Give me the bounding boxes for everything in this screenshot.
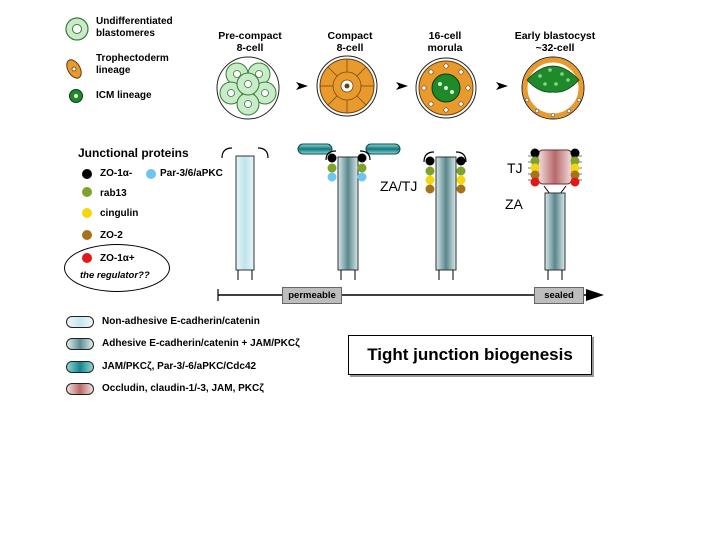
zo2-dot xyxy=(82,230,92,240)
jam-label: JAM/PKCζ, Par-3/-6/aPKC/Cdc42 xyxy=(102,361,257,372)
cingulin-label: cingulin xyxy=(100,208,139,219)
morula-embryo xyxy=(415,57,477,119)
zo1-minus-label: ZO-1α- xyxy=(100,168,133,179)
occludin-swatch xyxy=(66,383,94,395)
column-blastocyst xyxy=(528,148,582,280)
diagram-title: Tight junction biogenesis xyxy=(367,345,573,364)
column-morula xyxy=(423,151,467,280)
icm-label: ICM lineage xyxy=(96,90,152,101)
undifferentiated-cell-icon xyxy=(65,17,89,41)
icm-cell-icon xyxy=(69,89,83,103)
cingulin-dot xyxy=(82,208,92,218)
compact-embryo xyxy=(316,55,378,117)
non-adhesive-label: Non-adhesive E-cadherin/catenin xyxy=(102,316,260,327)
blastocyst-embryo xyxy=(521,56,585,120)
title-box: Tight junction biogenesis xyxy=(348,335,592,375)
zo1-plus-label: ZO-1α+ xyxy=(100,253,135,264)
regulator-label: the regulator?? xyxy=(80,270,150,281)
undifferentiated-label: Undifferentiated blastomeres xyxy=(96,16,173,39)
trophectoderm-label: Trophectoderm lineage xyxy=(96,53,169,76)
zo1-plus-dot xyxy=(82,253,92,263)
permeable-box: permeable xyxy=(282,287,342,304)
stage-label-compact: Compact 8-cell xyxy=(327,30,373,54)
zo2-label: ZO-2 xyxy=(100,230,123,241)
stage-arrow-2 xyxy=(396,82,408,90)
trophectoderm-cell-icon xyxy=(66,59,82,79)
regulator-ellipse xyxy=(64,244,170,292)
non-adhesive-swatch xyxy=(66,316,94,328)
embryo-stages-graphic xyxy=(216,55,585,120)
par-dot xyxy=(146,169,156,179)
stage-label-precompact: Pre-compact 8-cell xyxy=(218,30,282,54)
column-precompact xyxy=(221,147,269,280)
adhesive-label: Adhesive E-cadherin/catenin + JAM/PKCζ xyxy=(102,338,300,349)
junction-columns-graphic xyxy=(221,143,582,280)
jam-swatch xyxy=(66,361,94,373)
stage-arrow-1 xyxy=(296,82,308,90)
occludin-label: Occludin, claudin-1/-3, JAM, PKCζ xyxy=(102,383,264,394)
rab13-dot xyxy=(82,187,92,197)
stage-arrow-3 xyxy=(496,82,508,90)
precompact-embryo xyxy=(216,56,280,120)
sealed-box: sealed xyxy=(534,287,584,304)
permeability-arrow xyxy=(217,289,604,301)
par-label: Par-3/6/aPKC xyxy=(160,168,223,179)
tj-label: TJ xyxy=(507,160,523,176)
rab13-label: rab13 xyxy=(100,188,127,199)
za-label: ZA xyxy=(505,196,523,212)
stage-label-blastocyst: Early blastocyst ~32-cell xyxy=(514,30,596,54)
junctional-proteins-title: Junctional proteins xyxy=(78,146,189,160)
zo1-minus-dot xyxy=(82,169,92,179)
stage-label-morula: 16-cell morula xyxy=(427,30,463,54)
column-compact xyxy=(297,143,401,280)
adhesive-swatch xyxy=(66,338,94,350)
za-tj-label: ZA/TJ xyxy=(380,178,418,194)
